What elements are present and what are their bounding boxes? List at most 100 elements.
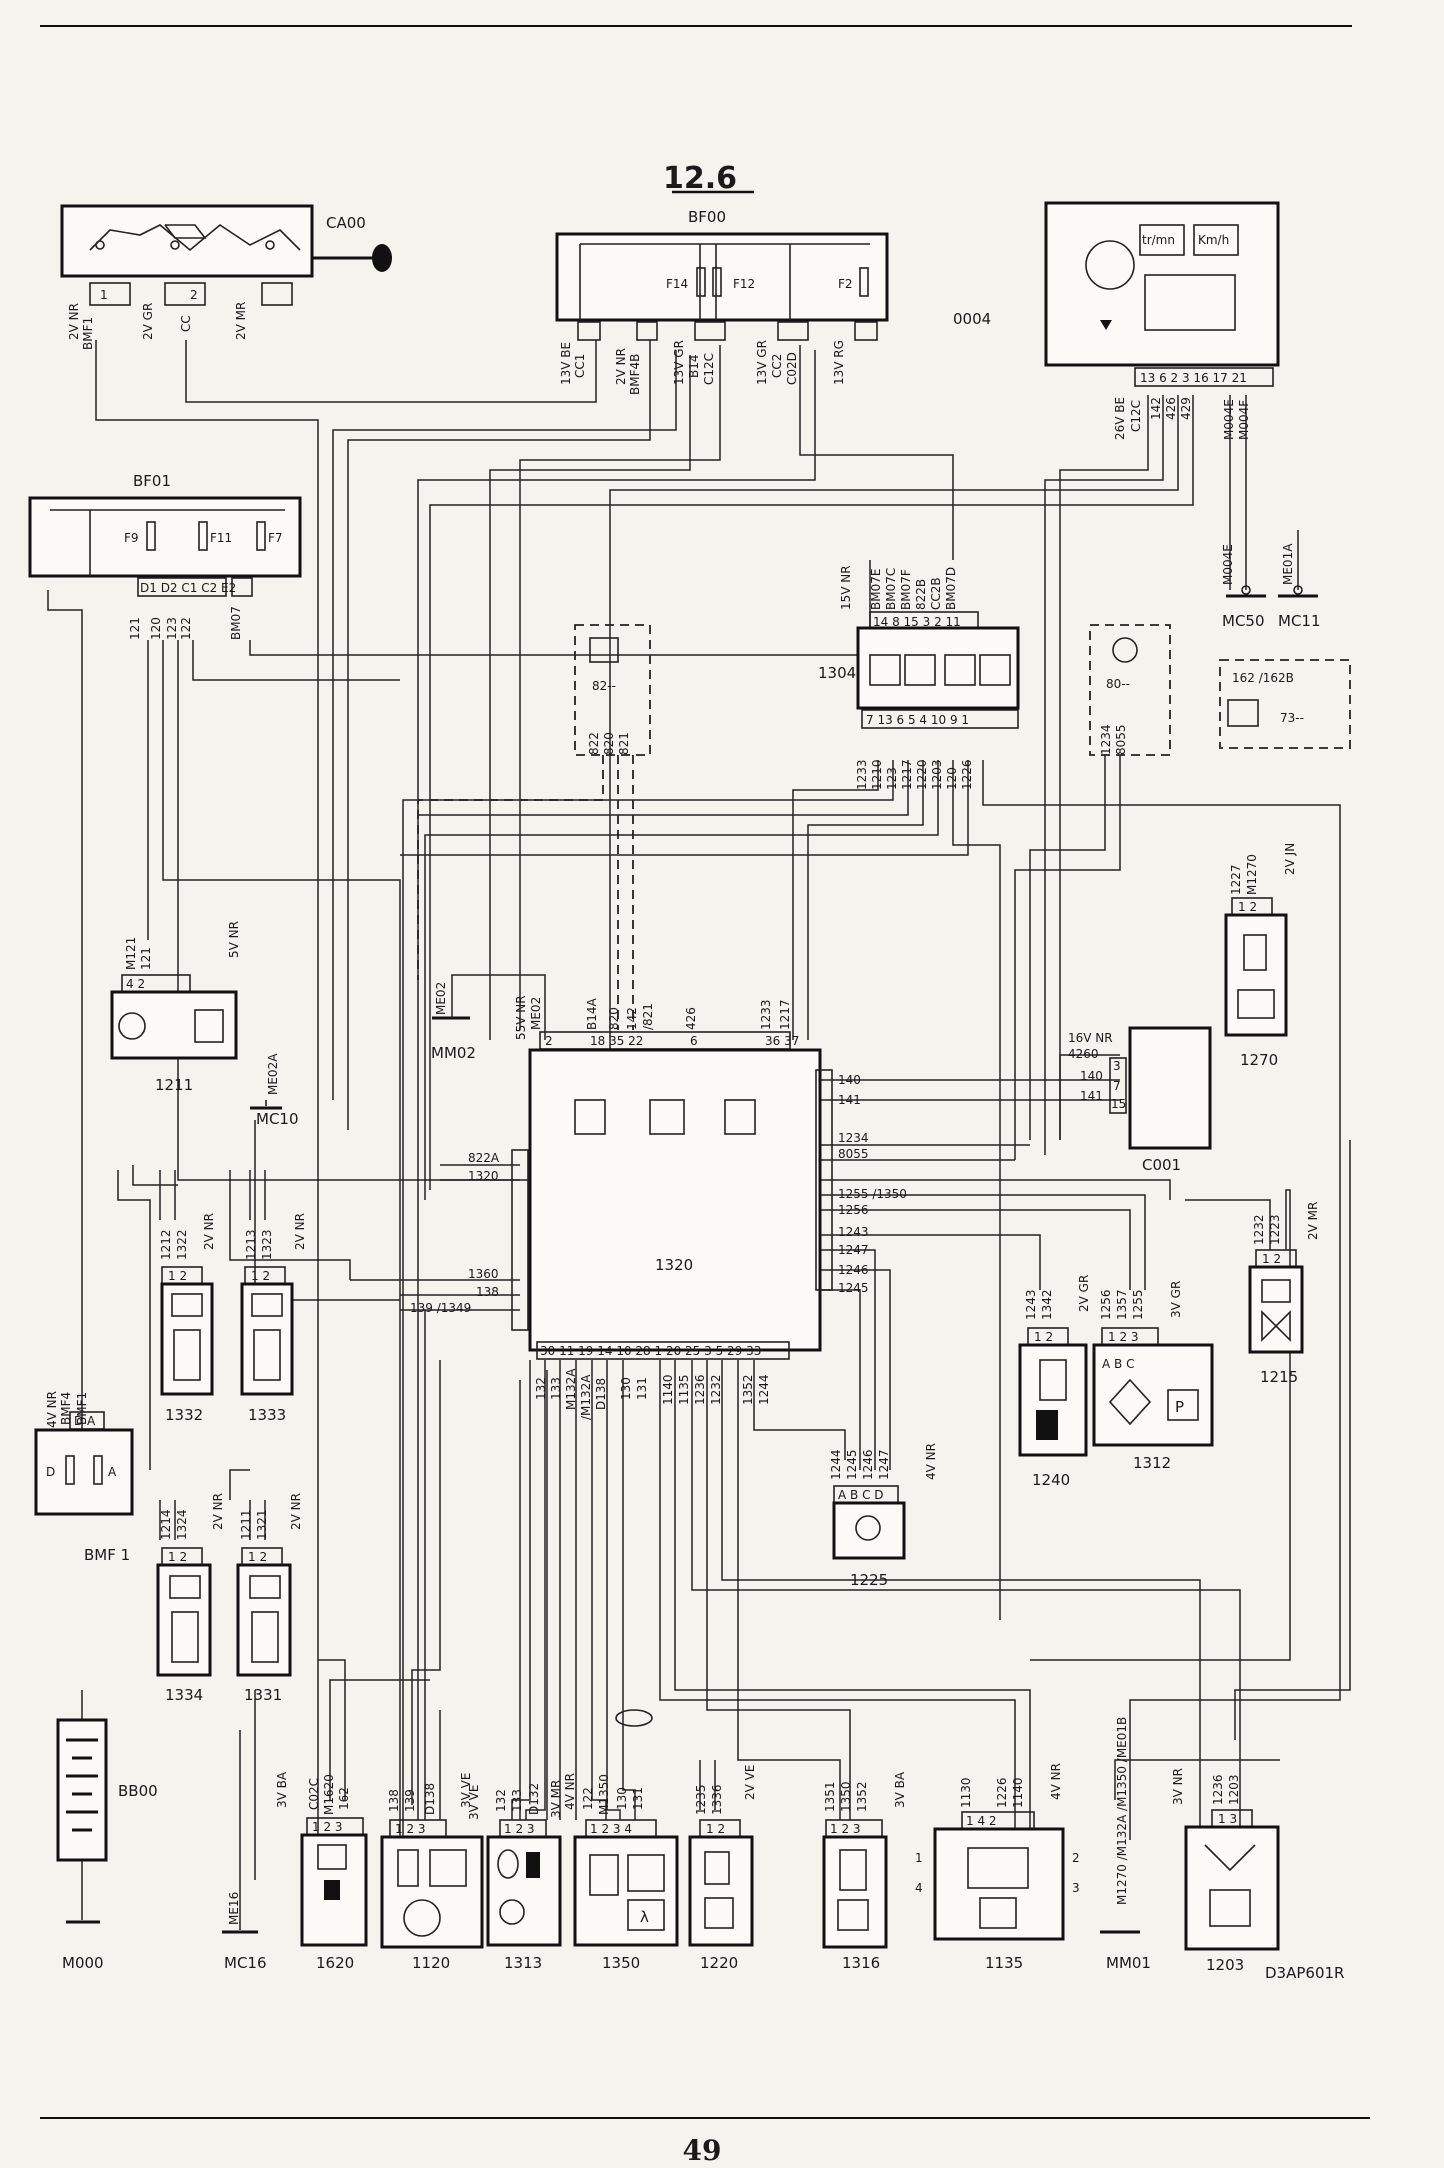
component-1620: 3V BA C02C M1620 162 1 2 3 1620 (275, 1771, 368, 1972)
svg-text:1 2 3: 1 2 3 (830, 1822, 861, 1836)
c1320-left-e: 139 /1349 (410, 1301, 471, 1315)
component-1350: 4V NR 122 M1350 130 131 1 2 3 4 λ 1350 (563, 1709, 679, 1972)
svg-text:λ: λ (640, 1908, 649, 1926)
bmf1-body (34, 1428, 134, 1516)
c1313-body (486, 1835, 562, 1947)
svg-text:3: 3 (1113, 1059, 1121, 1073)
ground-mc16: ME16 MC16 (222, 1892, 267, 1972)
injector-coil-icon (169, 1575, 201, 1599)
c1312-body (1092, 1343, 1214, 1447)
svg-text:1130: 1130 (959, 1777, 973, 1808)
c1220-body (688, 1835, 754, 1947)
c0004-plug-label: 26V BE (1113, 397, 1127, 440)
svg-text:M1620: M1620 (322, 1774, 336, 1815)
c1270-label: 1270 (1240, 1051, 1278, 1069)
ca00-wire2-label: CC (179, 315, 193, 332)
rpm-sensor-icon (499, 1899, 525, 1925)
svg-text:1 2: 1 2 (168, 1269, 187, 1283)
svg-text:1227: 1227 (1229, 864, 1243, 895)
c1203-plug-label: 3V NR (1171, 1768, 1185, 1805)
mc16-wire-label: ME16 (227, 1892, 241, 1925)
svg-text:1217: 1217 (778, 999, 792, 1030)
svg-text:1351: 1351 (823, 1781, 837, 1812)
svg-text:1236: 1236 (1211, 1774, 1225, 1805)
c001-body (1128, 1026, 1212, 1150)
mm02-wire-label: ME02 (434, 982, 448, 1015)
cruise-icon (1227, 699, 1259, 727)
component-1312: 1256 1357 1255 3V GR 1 2 3 A B C P 1312 (1092, 1281, 1214, 1472)
coolant-temp-icon (704, 1897, 734, 1929)
svg-text:2: 2 (190, 288, 198, 302)
pressure-p-icon (1167, 1389, 1199, 1421)
bf00-plug1-label: 13V BE (559, 342, 573, 385)
ground-mc10: MC10 (256, 1110, 299, 1128)
svg-text:M121: M121 (124, 937, 138, 970)
svg-text:1226: 1226 (960, 759, 974, 790)
svg-text:4: 4 (915, 1881, 923, 1895)
component-ca00: CA00 1 2 2V NR BMF1 2V GR CC 2V MR (60, 204, 392, 350)
bmf1-label: BMF 1 (84, 1546, 130, 1564)
c1225-pins: A B C D (838, 1488, 884, 1502)
svg-text:123: 123 (885, 767, 899, 790)
svg-text:822B: 822B (914, 579, 928, 610)
svg-text:1211: 1211 (239, 1509, 253, 1540)
svg-text:BM07F: BM07F (899, 569, 913, 610)
c80-label: 80-- (1106, 677, 1130, 691)
ca00-wire1-label: BMF1 (81, 317, 95, 350)
c1225-plug-label: 4V NR (924, 1443, 938, 1480)
throttle-pot-icon (839, 1849, 867, 1891)
bf00-plug3-label: 13V GR (672, 340, 686, 385)
bf00-wire1-label: CC1 (573, 354, 587, 378)
component-bf00: F14 F12 F2 BF00 13V BE CC1 2V NR BMF4B 1… (555, 208, 889, 395)
c1350-plug-label: 4V NR (563, 1773, 577, 1810)
bb00-label: BB00 (118, 1782, 158, 1800)
fuse-f12 (712, 267, 722, 297)
svg-text:7: 7 (1113, 1079, 1121, 1093)
pressure-bridge-icon (1108, 1378, 1152, 1426)
c1215-plug-label: 2V MR (1306, 1202, 1320, 1240)
temp-sensor-icon (1039, 1359, 1067, 1401)
svg-text:1233: 1233 (759, 999, 773, 1030)
bf01-pins: D1 D2 C1 C2 E2 (140, 581, 236, 595)
c1313-plug-label: 3V MR (549, 1780, 563, 1818)
ignition-key-icon (372, 244, 392, 272)
bf01-body (28, 496, 302, 578)
ground-mc11: MC11 (1278, 612, 1321, 630)
c1620-plug-label: 3V BA (275, 1771, 289, 1808)
c1304-body (856, 626, 1020, 710)
svg-text:1350: 1350 (839, 1781, 853, 1812)
component-c001: 16V NR 4260 140 141 3 7 15 C001 (1068, 1026, 1212, 1174)
component-1203: 3V NR 1236 1203 1 3 1203 (1171, 1768, 1280, 1974)
c1215-label: 1215 (1260, 1368, 1298, 1386)
c1320-plug-label: 55V NR (514, 995, 528, 1040)
svg-text:141: 141 (1080, 1089, 1103, 1103)
svg-text:CC2B: CC2B (929, 577, 943, 610)
c1135-plug-label: 4V NR (1049, 1763, 1063, 1800)
fuse-f11 (198, 521, 208, 551)
svg-text:B14A: B14A (585, 997, 599, 1030)
svg-text:13 6 2 3 16 17 21: 13 6 2 3 16 17 21 (1140, 371, 1247, 385)
injector-coil-icon (249, 1575, 281, 1599)
svg-text:1213: 1213 (244, 1229, 258, 1260)
svg-text:142: 142 (625, 1007, 639, 1030)
bf00-wire4b-label: C02D (785, 352, 799, 385)
svg-text:1: 1 (915, 1851, 923, 1865)
stepper-motor-icon (855, 1515, 881, 1541)
component-1333: 1213 1323 2V NR 1 2 1333 (240, 1213, 307, 1424)
svg-text:130: 130 (619, 1377, 633, 1400)
svg-text:1236: 1236 (693, 1374, 707, 1405)
svg-text:1233: 1233 (855, 759, 869, 790)
svg-text:1220: 1220 (915, 759, 929, 790)
c0004-wire5-label: M004E (1222, 399, 1236, 440)
c1270-body (1224, 913, 1288, 1037)
component-1332: 1212 1322 2V NR 1 2 1332 (159, 1213, 216, 1424)
svg-text:1 2 3 4: 1 2 3 4 (590, 1822, 632, 1836)
svg-text:1212: 1212 (159, 1229, 173, 1260)
svg-text:BM07C: BM07C (884, 568, 898, 610)
c0004-label: 0004 (953, 310, 991, 328)
ground-mc16: MC16 (224, 1954, 267, 1972)
svg-text:1: 1 (100, 288, 108, 302)
c1320-right-h: 1247 (838, 1243, 869, 1257)
ignition-coil-icon (967, 1847, 1029, 1889)
heater-resistor-icon (1243, 934, 1267, 971)
